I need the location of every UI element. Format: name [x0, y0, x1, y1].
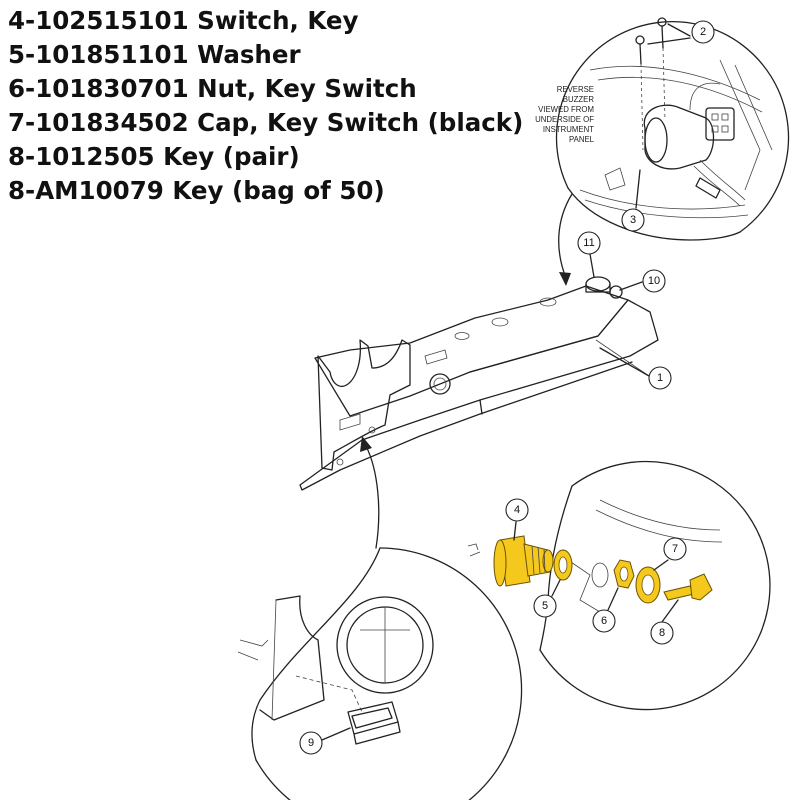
key-switch-detail-view — [467, 460, 771, 711]
svg-text:9: 9 — [308, 737, 314, 749]
callout-7: 7 — [653, 537, 687, 571]
note-line: PANEL — [569, 135, 595, 144]
note-line: BUZZER — [563, 95, 595, 104]
svg-text:4: 4 — [514, 504, 520, 516]
note-line: INSTRUMENT — [543, 125, 594, 134]
dash-end-knob — [585, 276, 623, 299]
svg-text:6: 6 — [601, 615, 607, 627]
svg-text:8: 8 — [659, 627, 665, 639]
buzzer-view-note: REVERSE BUZZER VIEWED FROM UNDERSIDE OF … — [535, 85, 595, 144]
svg-text:3: 3 — [630, 214, 636, 226]
note-line: REVERSE — [557, 85, 594, 94]
parts-list-item: 7-101834502 Cap, Key Switch (black) — [8, 108, 524, 137]
parts-list-item: 4-102515101 Switch, Key — [8, 6, 359, 35]
svg-text:2: 2 — [700, 26, 706, 38]
callout-5: 5 — [533, 579, 561, 618]
svg-text:5: 5 — [542, 600, 548, 612]
parts-list-item: 8-1012505 Key (pair) — [8, 142, 300, 171]
parts-list-item: 5-101851101 Washer — [8, 40, 301, 69]
parts-list: 4-102515101 Switch, Key 5-101851101 Wash… — [8, 4, 523, 208]
note-line: UNDERSIDE OF — [535, 115, 594, 124]
screw-parts-2 — [635, 17, 691, 151]
callout-8: 8 — [650, 599, 679, 645]
note-line: VIEWED FROM — [538, 105, 594, 114]
reverse-buzzer — [604, 82, 746, 207]
callout-10: 10 — [619, 269, 666, 293]
key — [663, 573, 713, 601]
callout-2: 2 — [691, 20, 715, 44]
callout-6: 6 — [592, 587, 619, 633]
rocker-switch — [347, 701, 401, 745]
gauge — [336, 596, 434, 694]
callout-4: 4 — [505, 498, 529, 541]
svg-text:7: 7 — [672, 543, 678, 555]
svg-text:10: 10 — [648, 275, 660, 287]
callout-3: 3 — [621, 208, 645, 232]
parts-list-item: 8-AM10079 Key (bag of 50) — [8, 176, 385, 205]
key-switch-cap — [635, 566, 661, 604]
instrument-panel — [299, 276, 659, 491]
buzzer-detail-view: REVERSE BUZZER VIEWED FROM UNDERSIDE OF … — [535, 17, 790, 241]
svg-text:11: 11 — [583, 237, 594, 249]
svg-text:1: 1 — [657, 372, 663, 384]
callout-11: 11 — [577, 231, 601, 278]
switch-pointer-arrow — [360, 436, 380, 549]
key-switch-body — [493, 535, 554, 587]
buzzer-pointer-arrow — [558, 193, 573, 286]
parts-list-item: 6-101830701 Nut, Key Switch — [8, 74, 417, 103]
callout-1: 1 — [599, 347, 672, 390]
switch-detail-view — [237, 547, 523, 800]
callout-9: 9 — [299, 731, 323, 755]
